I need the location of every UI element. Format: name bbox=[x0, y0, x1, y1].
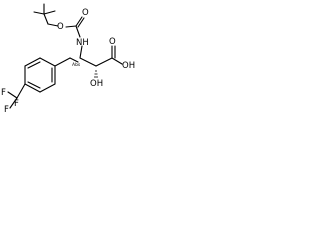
bond bbox=[47, 23, 59, 27]
bond bbox=[39, 83, 56, 93]
boc-carbamate bbox=[47, 16, 85, 38]
bond bbox=[39, 57, 56, 67]
atom-label-carbonyl-o: O bbox=[82, 8, 89, 18]
bond bbox=[54, 57, 71, 67]
bond bbox=[27, 61, 41, 69]
bond bbox=[95, 57, 113, 67]
atom-label-acid-o: O bbox=[109, 37, 116, 47]
tert-butyl-group bbox=[33, 3, 56, 25]
bond bbox=[27, 81, 41, 89]
bond bbox=[7, 91, 18, 99]
bond bbox=[79, 45, 83, 59]
atom-label-f: F bbox=[4, 105, 9, 115]
atom-label-f: F bbox=[14, 99, 19, 109]
atom-label-hydroxyl: OH bbox=[90, 79, 103, 89]
bond bbox=[33, 11, 45, 15]
bond bbox=[65, 25, 77, 28]
bond bbox=[75, 25, 81, 38]
bond bbox=[69, 57, 79, 63]
atom-label-ester-o: O bbox=[57, 22, 64, 32]
atom-label-acid-oh: OH bbox=[122, 61, 135, 71]
bond bbox=[9, 97, 18, 109]
atom-label-f: F bbox=[1, 88, 6, 98]
structure-canvas: O O NH O OH OH F F F Abs bbox=[0, 0, 158, 152]
molecule-drawing: O O NH O OH OH F F F Abs bbox=[1, 3, 135, 115]
bond bbox=[79, 57, 97, 67]
stereo-abs-label: Abs bbox=[72, 62, 81, 68]
bond bbox=[75, 16, 83, 27]
bond bbox=[77, 17, 85, 28]
atom-label-nh: NH bbox=[76, 38, 89, 48]
bond bbox=[24, 57, 41, 67]
phenyl-ring bbox=[24, 57, 79, 93]
bond bbox=[24, 83, 41, 93]
backbone bbox=[79, 45, 123, 78]
bond bbox=[43, 10, 56, 15]
bond bbox=[111, 57, 123, 65]
bond bbox=[16, 83, 26, 99]
bond bbox=[43, 13, 49, 25]
trifluoromethyl-group bbox=[7, 83, 26, 109]
